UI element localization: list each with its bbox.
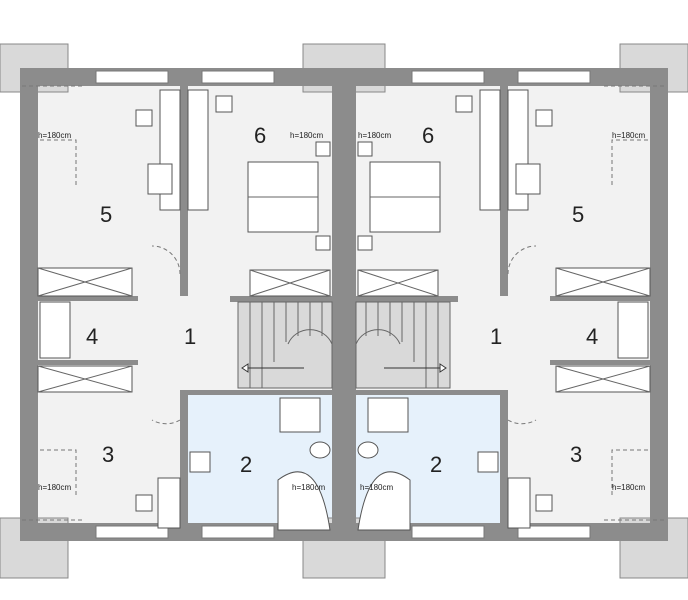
room-number-left-5: 5: [100, 202, 112, 227]
height-label-6: h=180cm: [292, 483, 325, 492]
windows: [95, 70, 591, 539]
room-number-left-1: 1: [184, 324, 196, 349]
height-label-4: h=180cm: [612, 131, 645, 140]
height-label-3: h=180cm: [358, 131, 391, 140]
height-label-5: h=180cm: [38, 483, 71, 492]
stairs-left: [237, 301, 333, 389]
bathroom-fixtures: [189, 397, 499, 531]
height-label-1: h=180cm: [38, 131, 71, 140]
room-number-left-2: 2: [240, 452, 252, 477]
height-label-2: h=180cm: [290, 131, 323, 140]
room-number-right-6: 6: [422, 123, 434, 148]
height-label-7: h=180cm: [360, 483, 393, 492]
stairs-right: [355, 301, 451, 389]
walls: [20, 68, 668, 541]
room-number-right-1: 1: [490, 324, 502, 349]
room-number-right-4: 4: [586, 324, 598, 349]
desks: [135, 89, 553, 529]
height-label-8: h=180cm: [612, 483, 645, 492]
bed-left: [247, 141, 331, 251]
room-number-right-5: 5: [572, 202, 584, 227]
room-number-right-2: 2: [430, 452, 442, 477]
room-number-right-3: 3: [570, 442, 582, 467]
ceiling-lines: [22, 85, 666, 521]
room-number-left-6: 6: [254, 123, 266, 148]
room-number-left-3: 3: [102, 442, 114, 467]
bed-right: [357, 141, 441, 251]
room-number-left-4: 4: [86, 324, 98, 349]
